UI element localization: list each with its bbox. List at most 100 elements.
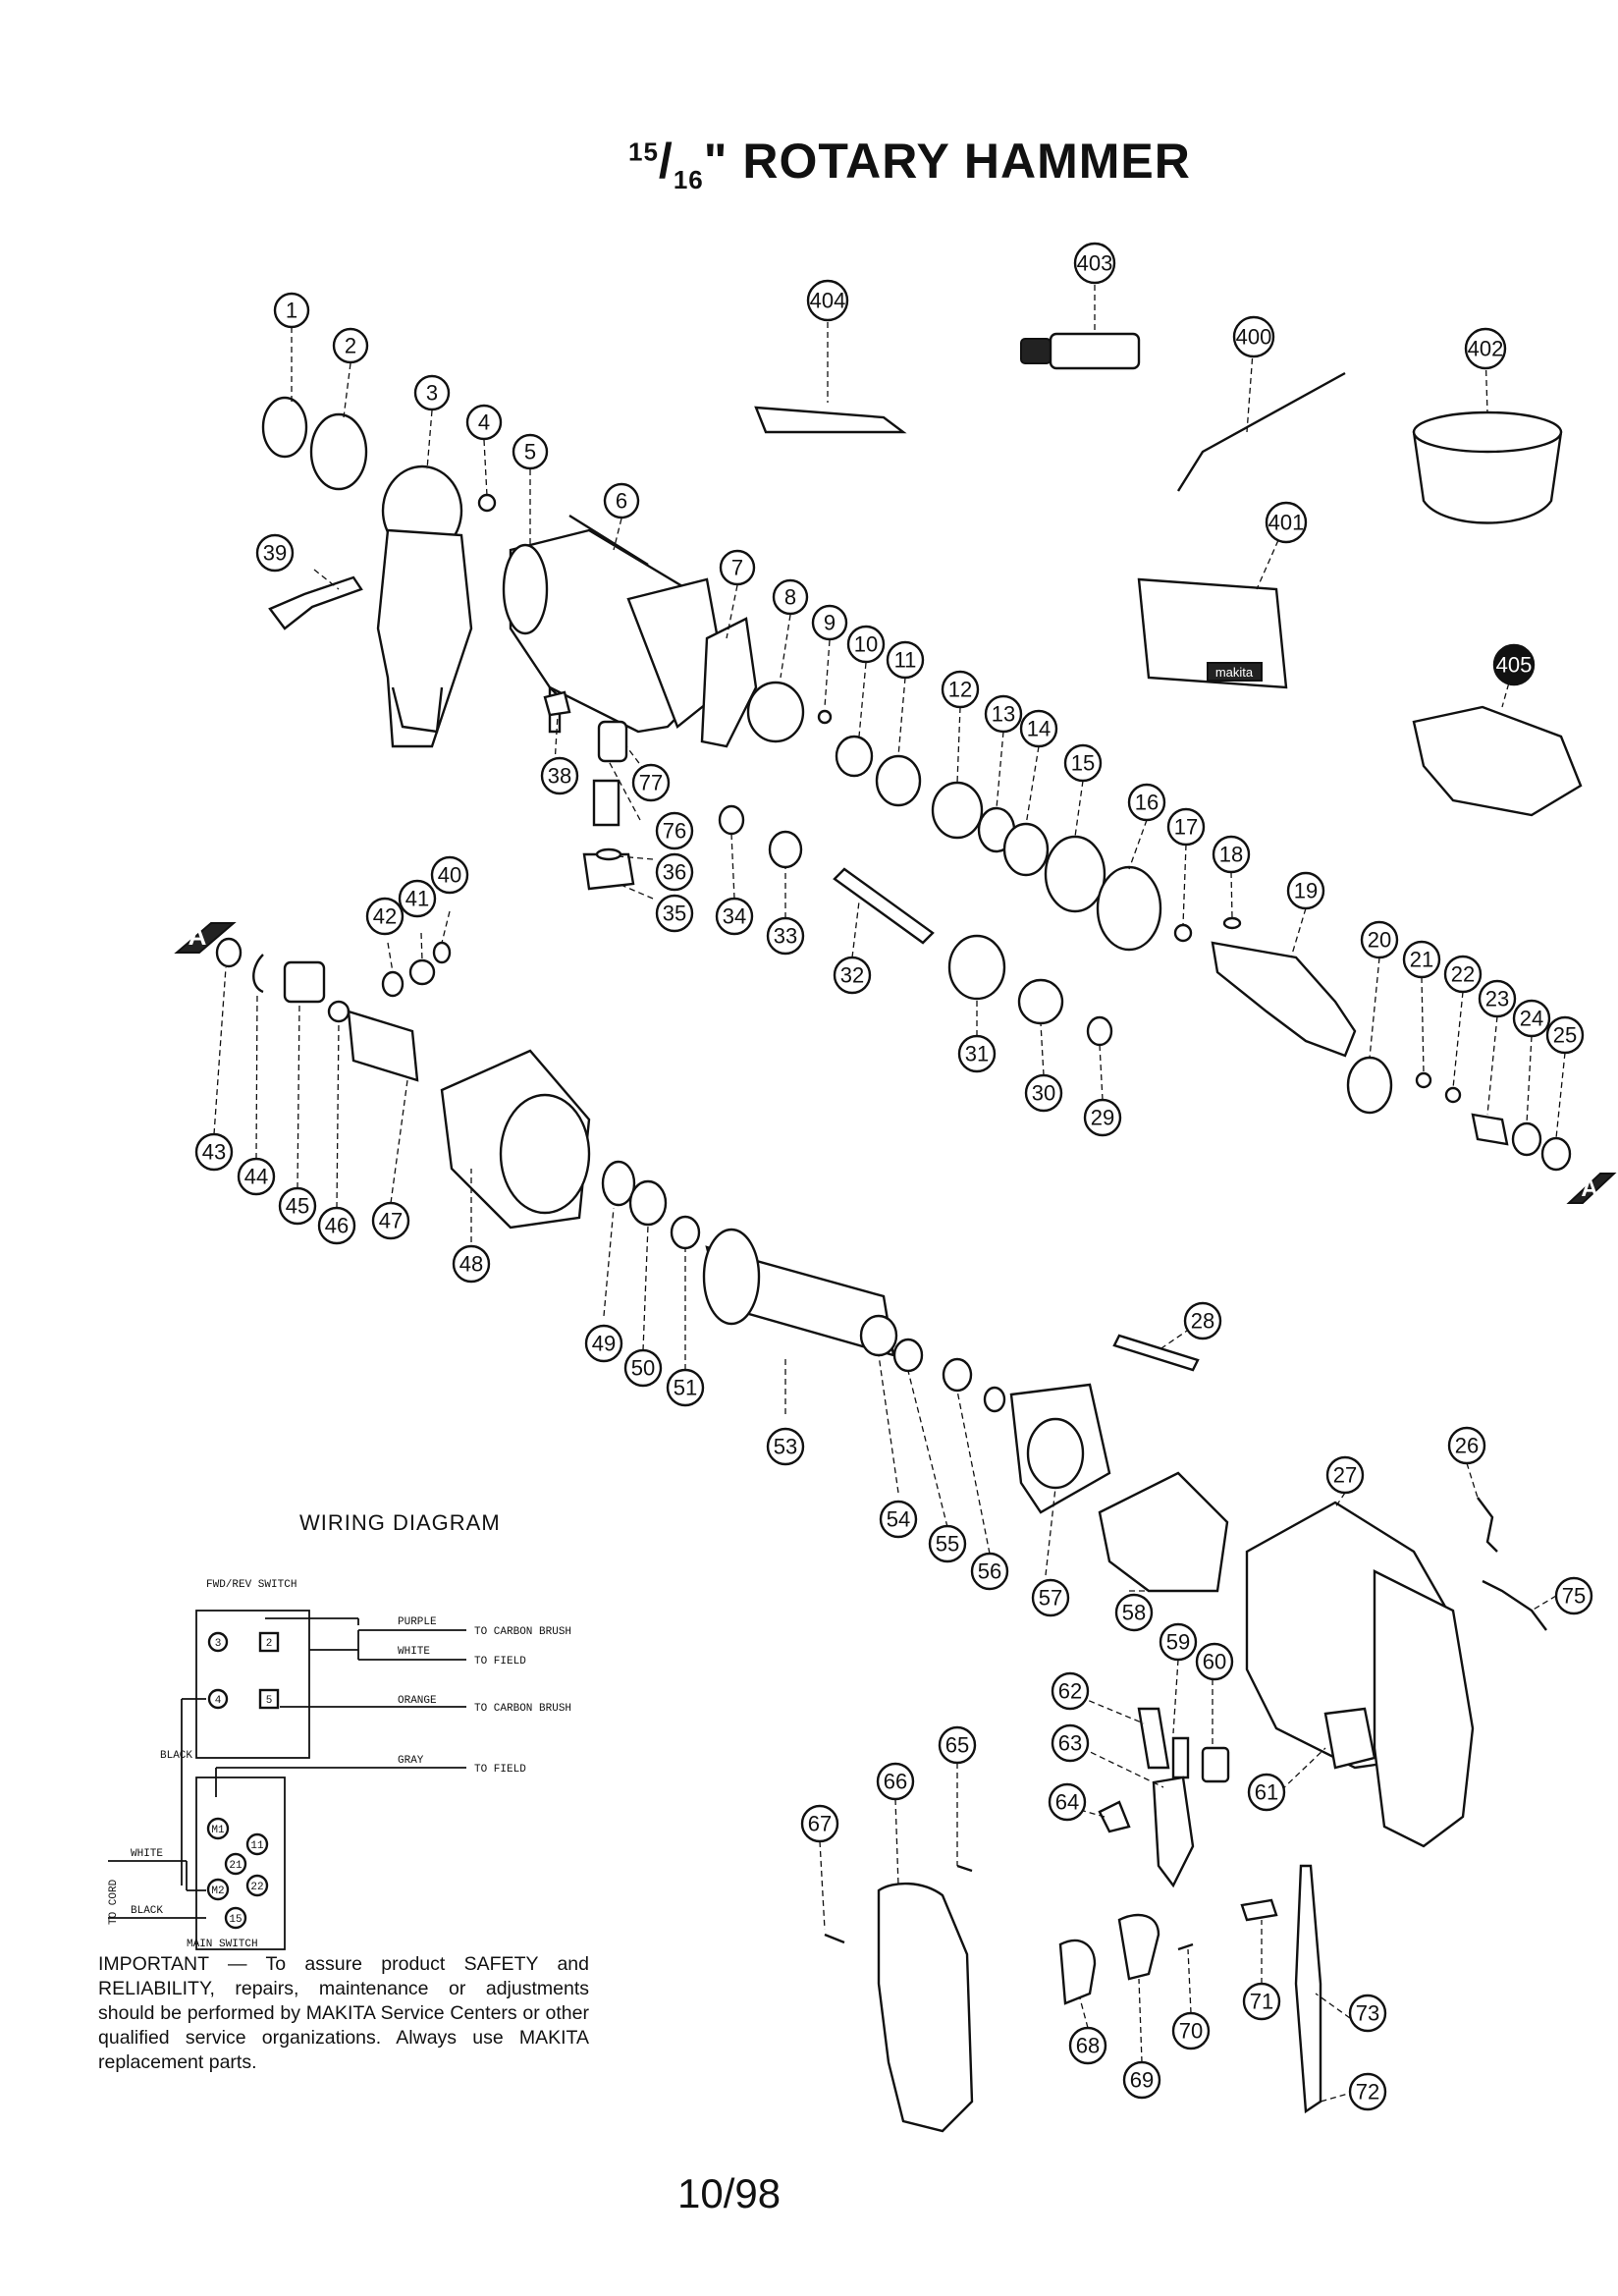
svg-text:25: 25 bbox=[1553, 1023, 1577, 1048]
callout-77: 77 bbox=[631, 763, 671, 802]
svg-text:2: 2 bbox=[345, 334, 356, 358]
svg-text:PURPLE: PURPLE bbox=[398, 1616, 437, 1628]
svg-text:45: 45 bbox=[286, 1194, 309, 1219]
intermediate-shaft-parts bbox=[543, 690, 1113, 1047]
spindle-parts-row bbox=[746, 681, 1572, 1172]
callout-58: 58 bbox=[1114, 1593, 1154, 1632]
svg-text:68: 68 bbox=[1076, 2034, 1100, 2058]
svg-text:59: 59 bbox=[1166, 1630, 1190, 1655]
callout-53: 53 bbox=[766, 1427, 805, 1466]
svg-text:48: 48 bbox=[459, 1252, 483, 1277]
svg-text:15: 15 bbox=[1071, 751, 1095, 776]
svg-text:44: 44 bbox=[244, 1165, 268, 1189]
callout-44: 44 bbox=[237, 1157, 276, 1196]
important-notice: IMPORTANT — To assure product SAFETY and… bbox=[98, 1953, 589, 2073]
callout-6: 6 bbox=[603, 482, 640, 519]
callout-70: 70 bbox=[1171, 2011, 1211, 2050]
svg-text:TO FIELD: TO FIELD bbox=[474, 1656, 526, 1667]
svg-text:22: 22 bbox=[250, 1882, 263, 1893]
callout-42: 42 bbox=[365, 897, 404, 936]
svg-text:5: 5 bbox=[524, 440, 536, 465]
callout-1: 1 bbox=[273, 292, 310, 329]
svg-text:A: A bbox=[189, 921, 207, 951]
callout-19: 19 bbox=[1286, 871, 1325, 910]
svg-text:42: 42 bbox=[373, 904, 397, 929]
svg-text:46: 46 bbox=[325, 1214, 349, 1238]
callout-36: 36 bbox=[655, 852, 694, 892]
side-handle-assembly bbox=[261, 396, 497, 748]
callout-66: 66 bbox=[876, 1762, 915, 1801]
switch-and-handle-parts bbox=[824, 1707, 1376, 2133]
callout-55: 55 bbox=[928, 1524, 967, 1563]
accessory-tools: makita bbox=[754, 332, 1583, 817]
svg-text:22: 22 bbox=[1451, 962, 1475, 987]
callout-26: 26 bbox=[1447, 1426, 1486, 1465]
svg-text:66: 66 bbox=[884, 1770, 907, 1794]
svg-text:4: 4 bbox=[215, 1695, 222, 1707]
callout-47: 47 bbox=[371, 1201, 410, 1240]
callout-46: 46 bbox=[317, 1206, 356, 1245]
svg-text:404: 404 bbox=[810, 289, 846, 313]
callout-400: 400 bbox=[1232, 315, 1275, 358]
svg-text:31: 31 bbox=[965, 1042, 989, 1066]
svg-text:63: 63 bbox=[1058, 1731, 1082, 1756]
svg-text:17: 17 bbox=[1174, 815, 1198, 840]
svg-text:72: 72 bbox=[1356, 2080, 1379, 2105]
svg-text:34: 34 bbox=[723, 904, 746, 929]
callout-20: 20 bbox=[1360, 920, 1399, 959]
svg-text:9: 9 bbox=[824, 611, 836, 635]
callout-15: 15 bbox=[1063, 743, 1103, 783]
svg-text:53: 53 bbox=[774, 1435, 797, 1459]
callout-76: 76 bbox=[655, 811, 694, 850]
svg-text:36: 36 bbox=[663, 860, 686, 885]
callout-29: 29 bbox=[1083, 1098, 1122, 1137]
svg-text:2: 2 bbox=[266, 1638, 273, 1650]
svg-text:69: 69 bbox=[1130, 2068, 1154, 2093]
callout-10: 10 bbox=[846, 625, 886, 664]
svg-text:76: 76 bbox=[663, 819, 686, 844]
svg-text:405: 405 bbox=[1496, 653, 1533, 678]
callout-4: 4 bbox=[465, 404, 503, 441]
svg-text:11: 11 bbox=[250, 1840, 264, 1852]
svg-text:WHITE: WHITE bbox=[131, 1848, 163, 1860]
svg-text:43: 43 bbox=[202, 1140, 226, 1165]
svg-text:21: 21 bbox=[1410, 948, 1433, 972]
svg-text:60: 60 bbox=[1203, 1650, 1226, 1674]
svg-text:16: 16 bbox=[1135, 791, 1159, 815]
svg-text:73: 73 bbox=[1356, 2001, 1379, 2026]
callout-8: 8 bbox=[772, 578, 809, 616]
callout-33: 33 bbox=[766, 916, 805, 956]
svg-text:10: 10 bbox=[854, 632, 878, 657]
svg-text:6: 6 bbox=[616, 489, 627, 514]
page-title: 15/16" ROTARY HAMMER bbox=[628, 134, 1191, 194]
callout-405: 405 bbox=[1492, 643, 1536, 686]
svg-text:401: 401 bbox=[1268, 511, 1305, 535]
callout-35: 35 bbox=[655, 894, 694, 933]
callout-31: 31 bbox=[957, 1034, 997, 1073]
callout-45: 45 bbox=[278, 1186, 317, 1226]
svg-text:4: 4 bbox=[478, 410, 490, 435]
callout-30: 30 bbox=[1024, 1073, 1063, 1113]
svg-text:400: 400 bbox=[1236, 325, 1272, 350]
svg-text:56: 56 bbox=[978, 1559, 1001, 1584]
callout-2: 2 bbox=[332, 327, 369, 364]
svg-text:3: 3 bbox=[426, 381, 438, 406]
svg-text:18: 18 bbox=[1219, 843, 1243, 867]
svg-text:47: 47 bbox=[379, 1209, 403, 1233]
callout-38: 38 bbox=[540, 756, 579, 795]
callout-72: 72 bbox=[1348, 2072, 1387, 2111]
wiring-diagram-title: WIRING DIAGRAM bbox=[299, 1510, 501, 1535]
callout-23: 23 bbox=[1478, 979, 1517, 1018]
callout-63: 63 bbox=[1051, 1723, 1090, 1763]
svg-text:77: 77 bbox=[639, 771, 663, 795]
svg-text:39: 39 bbox=[263, 541, 287, 566]
motor-housing bbox=[1245, 1497, 1547, 1848]
callout-11: 11 bbox=[886, 640, 925, 680]
svg-text:38: 38 bbox=[548, 764, 571, 789]
gear-housing bbox=[502, 514, 758, 763]
svg-text:41: 41 bbox=[405, 887, 429, 911]
section-marker-right: A bbox=[1566, 1173, 1617, 1204]
svg-text:402: 402 bbox=[1468, 337, 1504, 361]
svg-text:29: 29 bbox=[1091, 1106, 1114, 1130]
svg-text:33: 33 bbox=[774, 924, 797, 949]
